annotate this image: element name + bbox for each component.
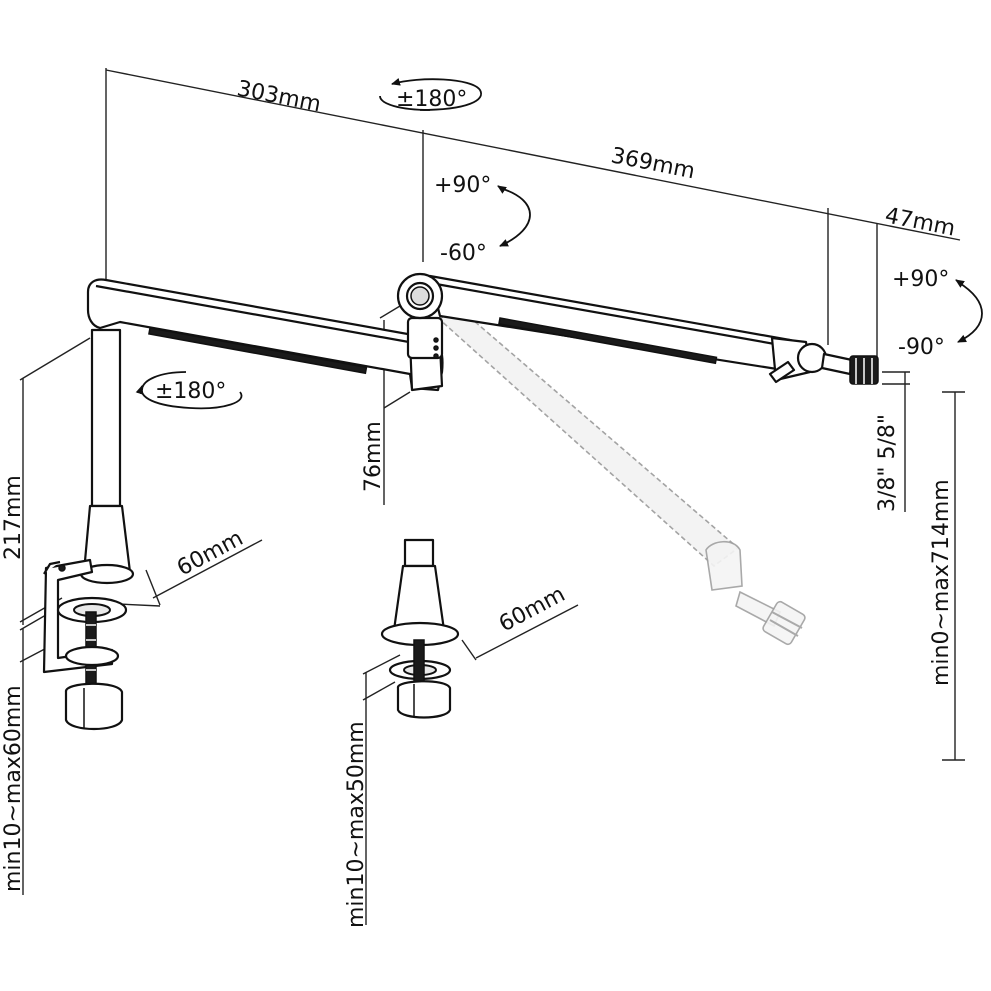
mount-up-label: +90°	[892, 267, 949, 292]
end-offset-label: 47mm	[883, 203, 957, 241]
rotation-arrows	[135, 77, 983, 410]
elbow-up-label: +90°	[434, 173, 491, 198]
top-rotation-label: ±180°	[396, 87, 467, 112]
dimension-lines	[19, 68, 965, 925]
thread-size-label: 3/8" 5/8"	[875, 414, 900, 512]
diagram-labels: 303mm 369mm 47mm ±180° ±180° +90° -60° +…	[1, 76, 957, 928]
reach-range-label: min0~max714mm	[929, 479, 954, 686]
center-desk-clamp	[380, 538, 460, 719]
lowered-arm-ghost	[436, 313, 806, 646]
forearm-segment	[396, 272, 879, 385]
base-diameter-left-label: 60mm	[173, 526, 247, 581]
mount-down-label: -90°	[898, 335, 945, 360]
left-desk-clamp	[42, 328, 135, 730]
base-rotation-label: ±180°	[155, 379, 226, 404]
joint-height-label: 76mm	[361, 421, 386, 492]
clamp-range-left-label: min10~max60mm	[1, 685, 26, 892]
elbow-down-label: -60°	[440, 241, 487, 266]
clamp-range-center-label: min10~max50mm	[344, 721, 369, 928]
upper-arm-segment	[86, 278, 444, 392]
riser-height-label: 217mm	[1, 475, 26, 560]
arm1-length-label: 303mm	[235, 76, 323, 117]
